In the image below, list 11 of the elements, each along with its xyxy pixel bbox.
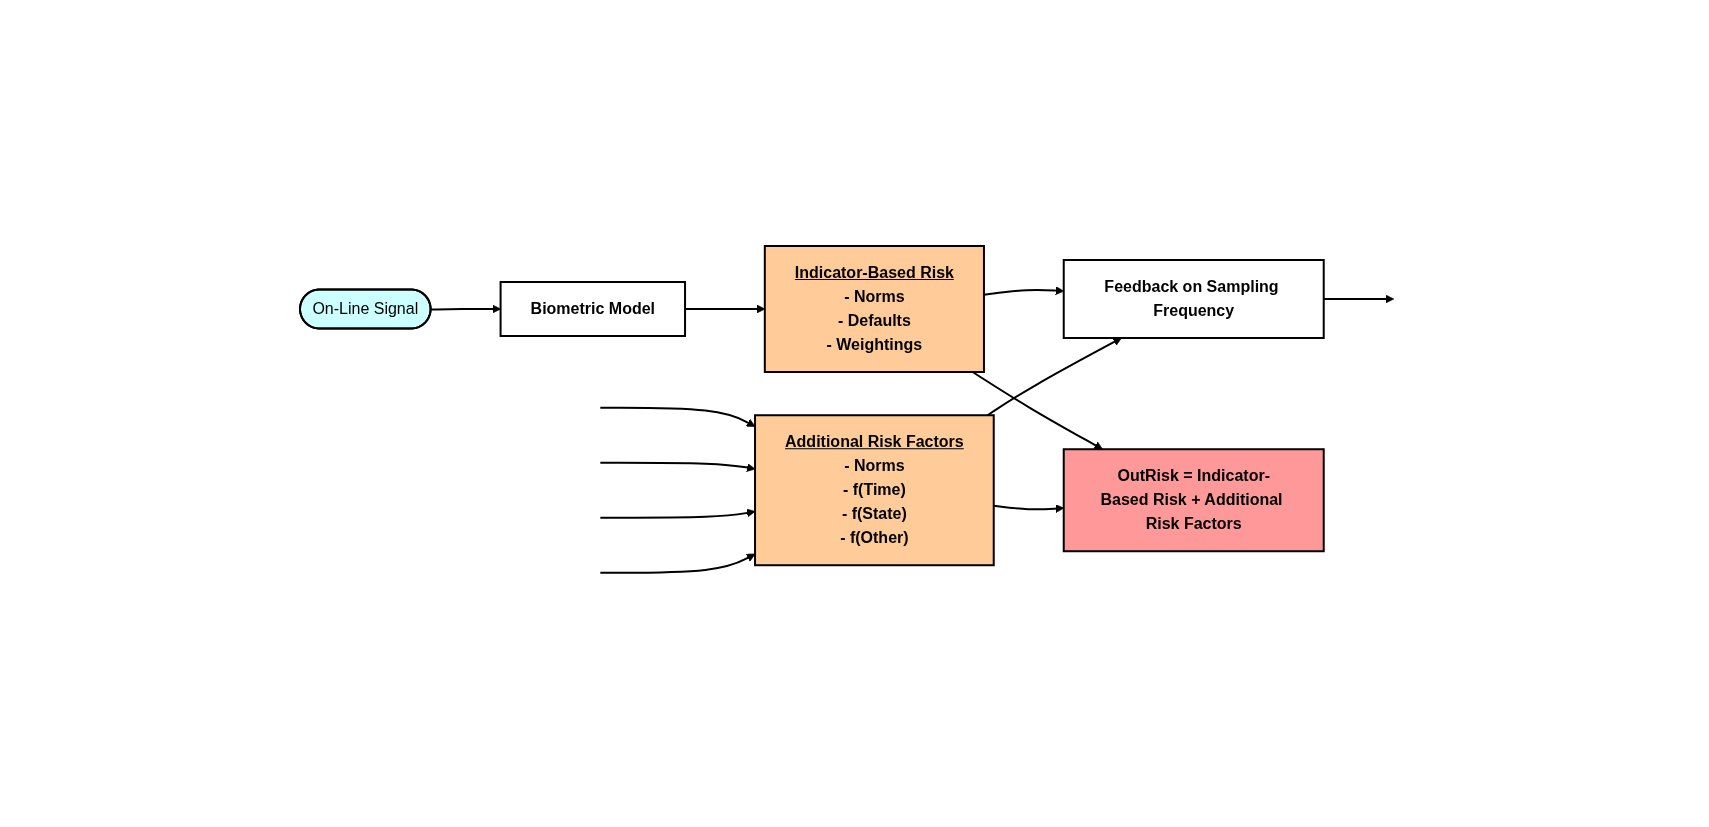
arrow [599,407,756,428]
node-box: Additional Risk Factors - Norms - f(Time) - f(State) - f(Other) [754,414,995,567]
node-box: Biometric Model [499,281,687,338]
arrow [599,554,756,575]
node-box: Feedback on Sampling Frequency [1062,259,1325,340]
arrow [986,337,1122,417]
node-box: Indicator-Based Risk - Norms - Defaults - Weightings [763,245,986,374]
arrow [599,462,756,473]
node-box: OutRisk = Indicator-Based Risk + Additional Risk Factors [1062,448,1325,553]
arrow [599,508,756,520]
arrow [971,371,1104,450]
